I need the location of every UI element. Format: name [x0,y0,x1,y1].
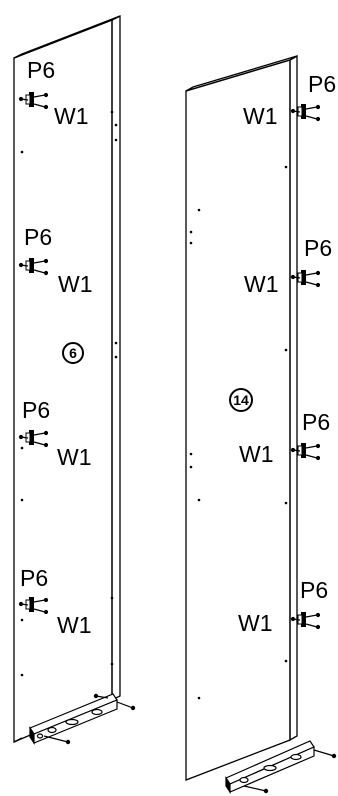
label-w1-right-3: W1 [239,441,274,467]
label-w1-right-2: W1 [244,271,279,297]
rail-right [225,740,337,794]
label-w1-left-1: W1 [54,103,89,129]
label-p6-right-3: P6 [302,409,330,435]
label-p6-left-3: P6 [22,397,50,423]
hardware-right-1 [290,103,321,122]
part-number-left: 6 [62,342,84,364]
part-number-right: 14 [229,388,253,412]
label-w1-right-1: W1 [243,103,278,129]
hardware-left-2 [18,257,49,276]
hardware-right-2 [290,269,321,288]
part-number-right-text: 14 [233,392,249,408]
hardware-right-3 [290,442,321,461]
label-w1-right-4: W1 [238,610,273,636]
label-w1-left-4: W1 [57,612,92,638]
part-number-left-text: 6 [69,345,77,361]
panel-right [185,54,298,781]
panel-right-holes [189,165,288,700]
label-p6-right-1: P6 [308,71,336,97]
hardware-left-3 [18,429,49,448]
label-w1-left-2: W1 [58,271,93,297]
hardware-right-4 [290,611,321,630]
label-w1-left-3: W1 [57,444,92,470]
hardware-left-1 [18,91,49,110]
label-p6-right-2: P6 [304,235,332,261]
hardware-left-4 [18,596,49,615]
label-p6-left-2: P6 [24,224,52,250]
panel-left-holes [20,110,118,677]
label-p6-left-4: P6 [20,565,48,591]
label-p6-left-1: P6 [27,57,55,83]
label-p6-right-4: P6 [300,577,328,603]
rail-left [29,693,136,745]
